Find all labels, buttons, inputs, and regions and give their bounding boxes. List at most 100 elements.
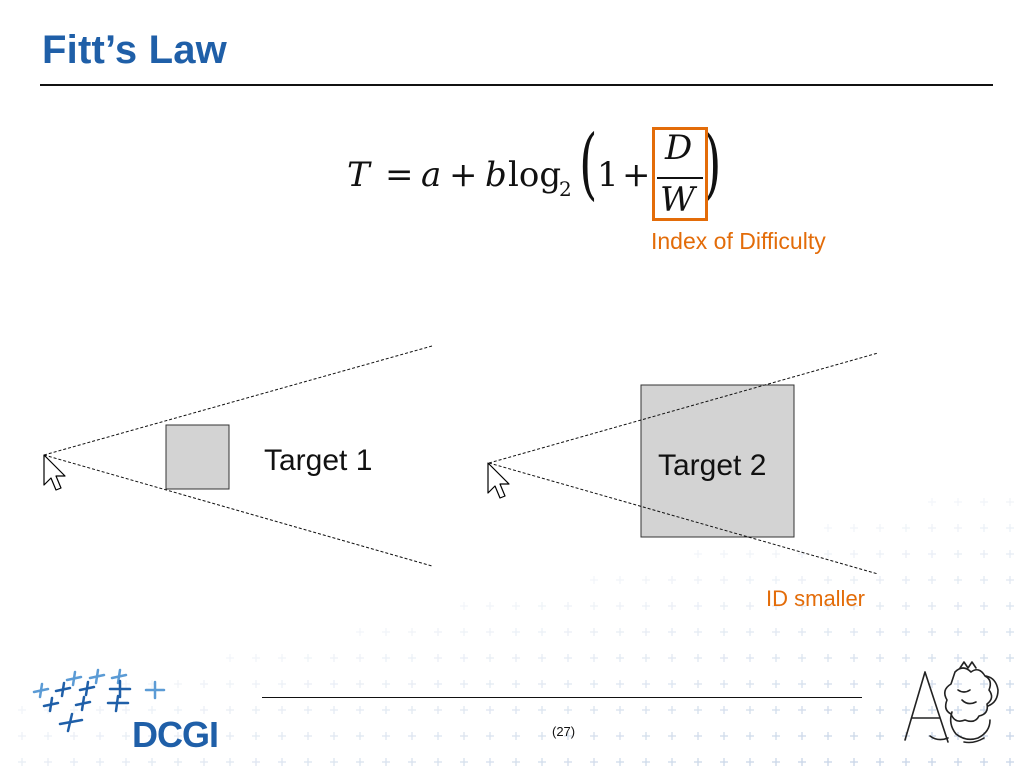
grid-plus-mark [408,706,416,714]
grid-plus-mark [668,732,676,740]
grid-plus-mark [902,576,910,584]
grid-plus-mark [902,680,910,688]
grid-plus-mark [200,706,208,714]
grid-plus-mark [902,524,910,532]
grid-plus-mark [642,628,650,636]
grid-plus-mark [902,550,910,558]
grid-plus-mark [304,680,312,688]
grid-plus-mark [694,706,702,714]
grid-plus-mark [850,628,858,636]
grid-plus-mark [772,680,780,688]
grid-plus-mark [18,732,26,740]
target-1-box [165,424,230,490]
grid-plus-mark [954,628,962,636]
grid-plus-mark [954,706,962,714]
grid-plus-mark [824,524,832,532]
grid-plus-mark [850,706,858,714]
grid-plus-mark [356,706,364,714]
grid-plus-mark [1006,680,1014,688]
grid-plus-mark [382,680,390,688]
grid-plus-mark [538,654,546,662]
grid-plus-mark [980,628,988,636]
grid-plus-mark [876,576,884,584]
grid-plus-mark [720,680,728,688]
grid-plus-mark [1006,550,1014,558]
grid-plus-mark [876,758,884,766]
grid-plus-mark [694,628,702,636]
grid-plus-mark [460,628,468,636]
grid-plus-mark [226,706,234,714]
dcgi-logo-text: DCGI [132,714,219,755]
cone-2-lower-line [488,462,879,575]
grid-plus-mark [356,654,364,662]
grid-plus-mark [252,680,260,688]
grid-plus-mark [122,706,130,714]
grid-plus-mark [330,680,338,688]
grid-plus-mark [980,498,988,506]
grid-plus-mark [434,706,442,714]
grid-plus-mark [252,758,260,766]
grid-plus-mark [590,576,598,584]
grid-plus-mark [746,680,754,688]
grid-plus-mark [746,732,754,740]
grid-plus-mark [1006,524,1014,532]
grid-plus-mark [356,680,364,688]
formula-plus-2: + [622,155,651,195]
grid-plus-mark [616,732,624,740]
grid-plus-mark [486,706,494,714]
grid-plus-mark [720,602,728,610]
grid-plus-mark [226,680,234,688]
grid-plus-mark [486,680,494,688]
grid-plus-mark [668,628,676,636]
grid-plus-mark [538,758,546,766]
grid-plus-mark [512,602,520,610]
grid-plus-mark [18,758,26,766]
grid-plus-mark [928,498,936,506]
grid-plus-mark [460,602,468,610]
grid-plus-mark [902,758,910,766]
formula-plus-1: + [449,155,478,195]
grid-plus-mark [876,680,884,688]
grid-plus-mark [798,550,806,558]
grid-plus-mark [642,680,650,688]
grid-plus-mark [44,732,52,740]
grid-plus-mark [746,654,754,662]
formula-one: 1 [597,155,619,195]
grid-plus-mark [954,680,962,688]
grid-plus-mark [694,602,702,610]
grid-plus-mark [980,654,988,662]
grid-plus-mark [486,758,494,766]
grid-plus-mark [876,628,884,636]
formula-numerator-d: D [665,128,693,168]
grid-plus-mark [122,732,130,740]
grid-plus-mark [278,758,286,766]
grid-plus-mark [460,654,468,662]
grid-plus-mark [928,706,936,714]
grid-plus-mark [746,706,754,714]
grid-plus-mark [200,732,208,740]
grid-plus-mark [434,758,442,766]
grid-plus-mark [954,654,962,662]
grid-plus-mark [1006,758,1014,766]
grid-plus-mark [512,628,520,636]
grid-plus-mark [564,602,572,610]
grid-plus-mark [824,706,832,714]
grid-plus-mark [746,550,754,558]
grid-plus-mark [798,758,806,766]
grid-plus-mark [850,524,858,532]
cursor-1-icon [43,454,66,491]
index-of-difficulty-label: Index of Difficulty [651,228,826,254]
grid-plus-mark [642,706,650,714]
grid-plus-mark [876,654,884,662]
grid-plus-mark [720,654,728,662]
formula-equals: = [385,155,414,195]
grid-plus-mark [564,628,572,636]
grid-plus-mark [538,628,546,636]
grid-plus-mark [694,680,702,688]
grid-plus-mark [96,732,104,740]
grid-plus-mark [1006,628,1014,636]
grid-plus-mark [434,680,442,688]
id-smaller-label: ID smaller [766,586,866,611]
